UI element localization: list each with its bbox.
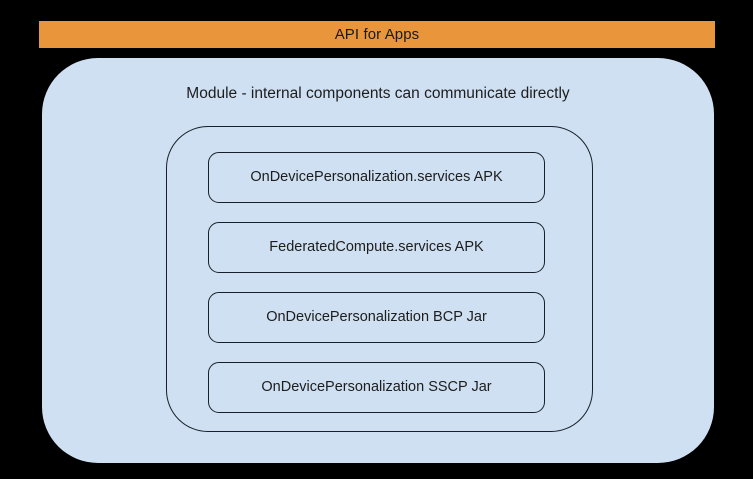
component-box-label: OnDevicePersonalization SSCP Jar [261, 379, 492, 396]
component-box-stack: OnDevicePersonalization.services APK Fed… [208, 152, 545, 413]
component-box: FederatedCompute.services APK [208, 222, 545, 273]
component-box-label: FederatedCompute.services APK [269, 239, 484, 256]
internal-components-group [166, 126, 593, 432]
component-box-label: OnDevicePersonalization BCP Jar [266, 309, 487, 326]
component-box: OnDevicePersonalization SSCP Jar [208, 362, 545, 413]
component-box: OnDevicePersonalization BCP Jar [208, 292, 545, 343]
component-box-label: OnDevicePersonalization.services APK [250, 169, 503, 186]
module-caption: Module - internal components can communi… [186, 85, 570, 102]
component-box: OnDevicePersonalization.services APK [208, 152, 545, 203]
api-for-apps-banner: API for Apps [39, 21, 715, 48]
module-panel: Module - internal components can communi… [42, 58, 714, 463]
api-for-apps-banner-label: API for Apps [334, 26, 420, 43]
